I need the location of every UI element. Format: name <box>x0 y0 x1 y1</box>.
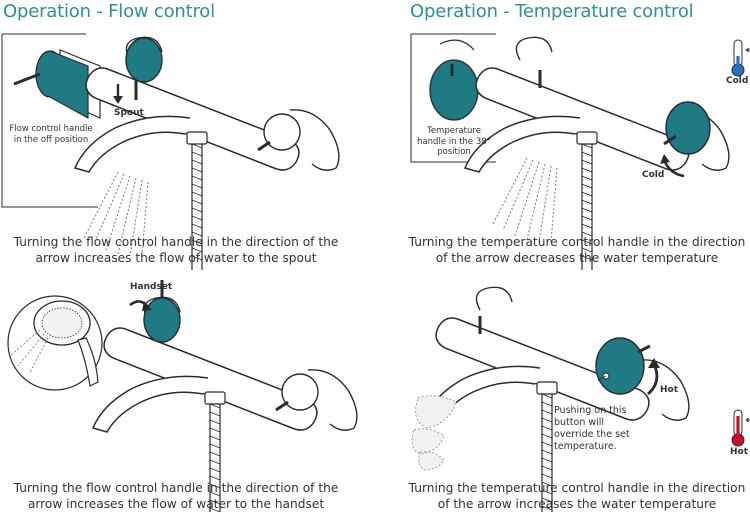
tap-temp-cold <box>464 36 730 271</box>
override-note: Pushing on this button will override the… <box>554 405 630 452</box>
button-leader <box>597 375 607 381</box>
flow-inset-text: Flow control handle in the off position <box>9 124 93 145</box>
spray-cold <box>492 157 558 243</box>
hot-arrow-label: Hot <box>660 385 679 395</box>
tap-flow-handset <box>92 280 358 512</box>
handset-label: Handset <box>130 282 173 292</box>
cold-arrow-label: Cold <box>642 170 665 180</box>
flow-spout-inset-frame <box>1 33 101 208</box>
spout-label: Spout <box>114 108 144 118</box>
thermometer-hot-icon <box>731 409 750 447</box>
tap-flow-spout <box>74 36 340 271</box>
flow-handset-caption: Turning the flow control handle in the d… <box>13 481 339 511</box>
tap-temp-hot <box>424 286 690 512</box>
temp-hot-caption: Turning the temperature control handle i… <box>408 481 746 511</box>
temperature-control-title: Operation - Temperature control <box>410 1 694 22</box>
cold-thermometer-label: Cold <box>726 76 749 86</box>
spray-hot <box>411 395 457 471</box>
flow-spout-caption: Turning the flow control handle in the d… <box>13 235 339 265</box>
temp-cold-caption: Turning the temperature control handle i… <box>408 235 746 265</box>
temp-inset-text: Temperature handle in the 38° position <box>417 126 491 157</box>
flow-control-title: Operation - Flow control <box>3 1 215 22</box>
hot-thermometer-label: Hot <box>730 447 749 457</box>
temp-cold-inset-frame <box>410 33 496 163</box>
thermometer-cold-icon <box>731 39 750 77</box>
handset-inset <box>7 295 103 391</box>
